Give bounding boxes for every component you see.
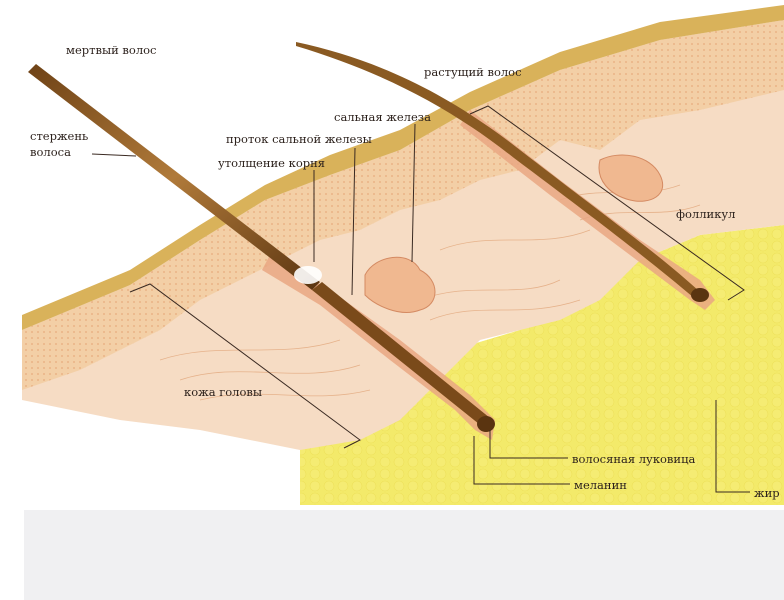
dead-hair-bulb	[477, 416, 495, 432]
bottom-panel	[24, 510, 784, 600]
label-fat: жир	[754, 486, 780, 500]
label-shaft-line2: волоса	[30, 145, 71, 159]
label-dead-hair: мертвый волос	[66, 43, 157, 57]
label-melanin: меланин	[574, 478, 627, 492]
label-shaft-line1: стержень	[30, 129, 88, 143]
root-bulge-highlight	[294, 266, 322, 284]
label-growing-hair: растущий волос	[424, 65, 522, 79]
label-gland-duct: проток сальной железы	[226, 132, 372, 146]
growing-hair-bulb	[691, 288, 709, 302]
hair-anatomy-illustration: мертвый волос стержень волоса утолщение …	[0, 0, 784, 510]
leader-shaft	[92, 154, 136, 156]
label-scalp: кожа головы	[184, 385, 262, 399]
label-sebaceous-gland: сальная железа	[334, 110, 431, 124]
label-hair-bulb: волосяная луковица	[572, 452, 695, 466]
label-root-bulge: утолщение корня	[218, 156, 325, 170]
label-follicle: фолликул	[676, 207, 735, 221]
